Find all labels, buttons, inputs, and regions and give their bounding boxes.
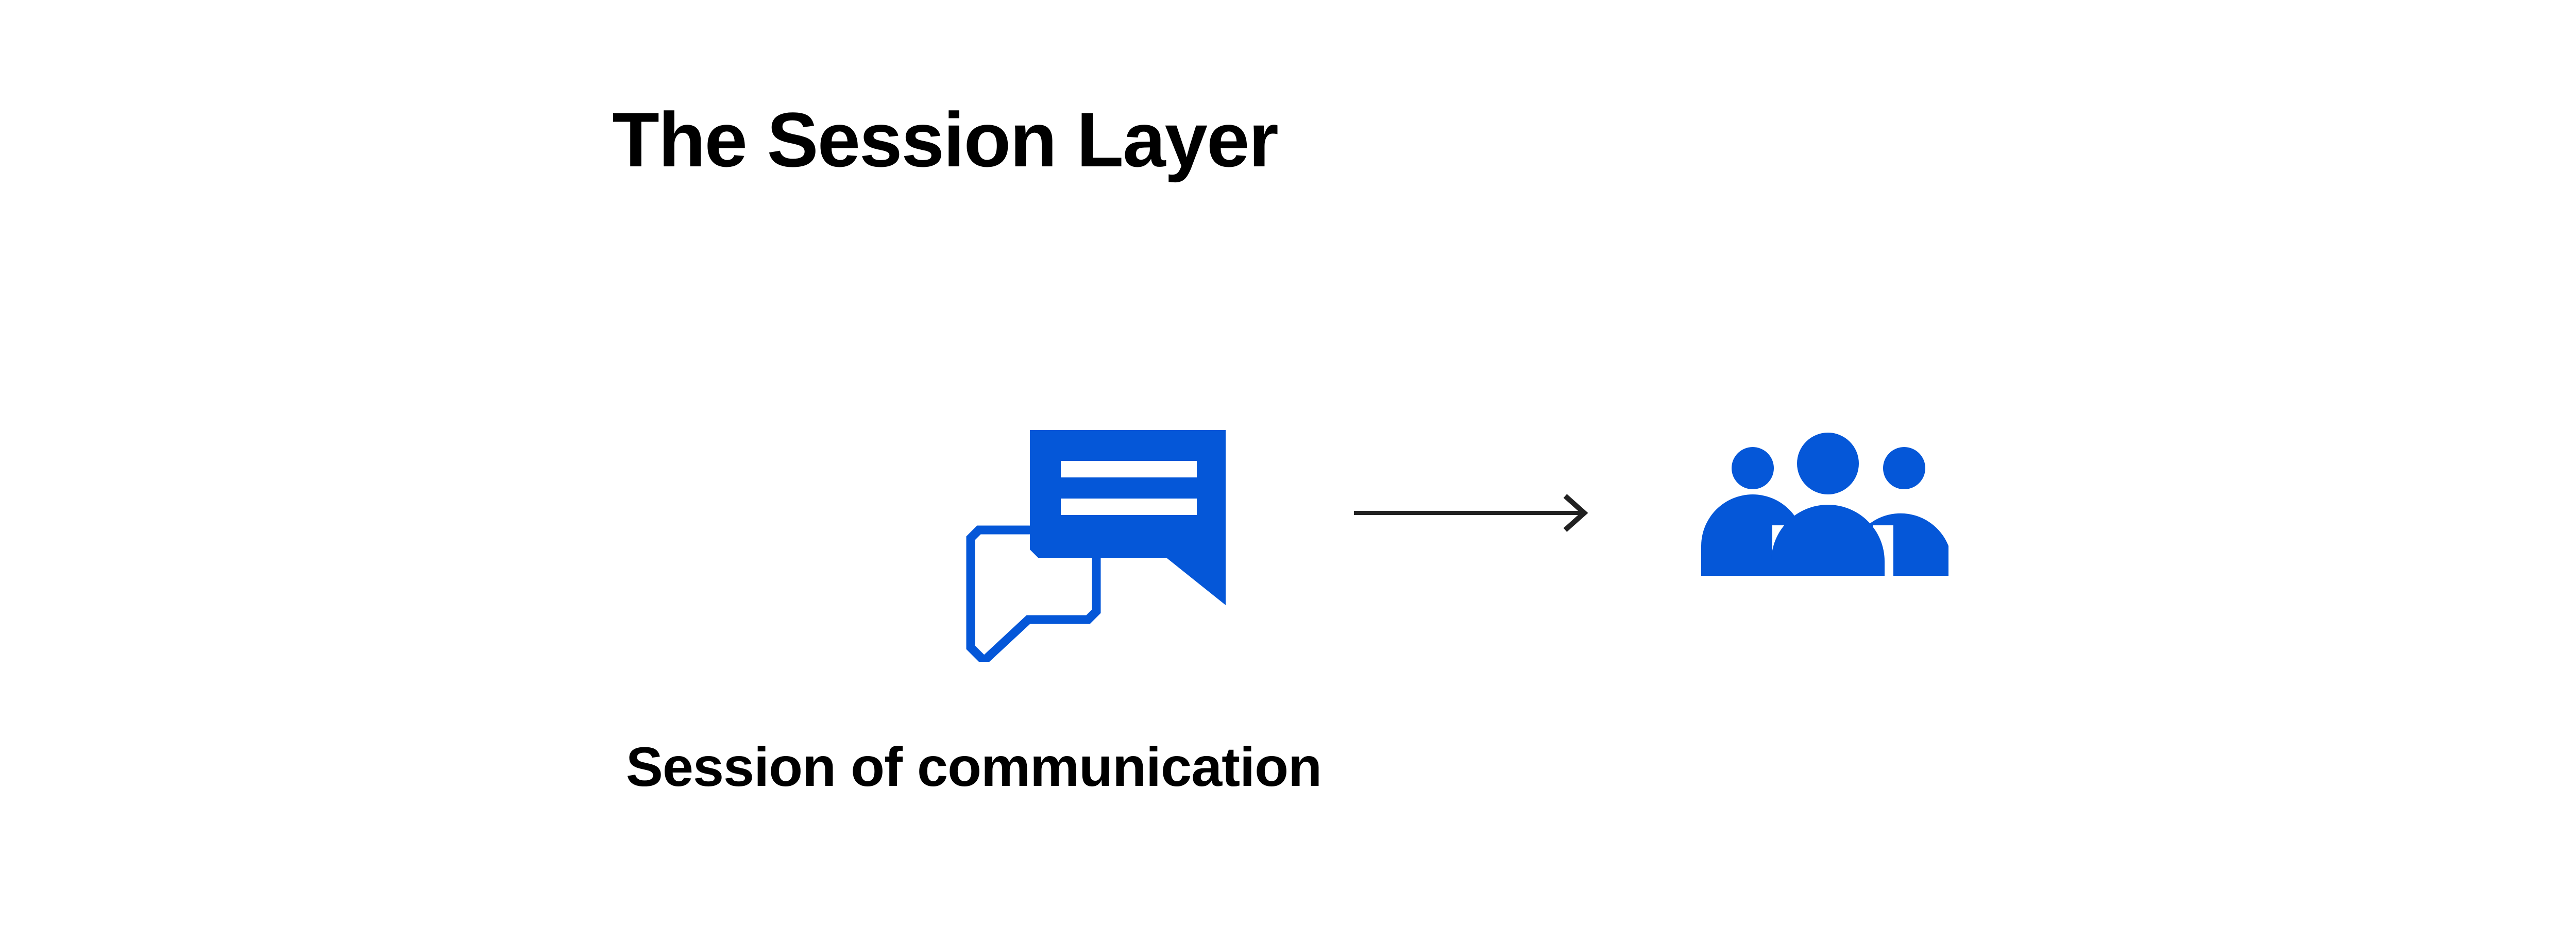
chat-bubbles-icon (961, 425, 1234, 667)
person-right-head (1883, 447, 1925, 489)
person-center-head (1797, 433, 1859, 494)
people-group-svg (1701, 433, 1948, 582)
page-title: The Session Layer (612, 96, 1279, 183)
chat-message-line-1 (1061, 461, 1197, 477)
person-left-head (1732, 447, 1774, 489)
people-group-icon (1695, 433, 1953, 582)
chat-message-line-2 (1061, 499, 1197, 515)
arrow-right-icon (1350, 492, 1597, 534)
diagram-caption: Session of communication (625, 735, 1322, 798)
person-center-body (1771, 505, 1885, 576)
arrow-right-svg (1354, 494, 1588, 532)
arrow-head (1563, 494, 1588, 532)
chat-bubble-filled (1030, 430, 1226, 605)
chat-bubbles-svg (966, 430, 1226, 667)
